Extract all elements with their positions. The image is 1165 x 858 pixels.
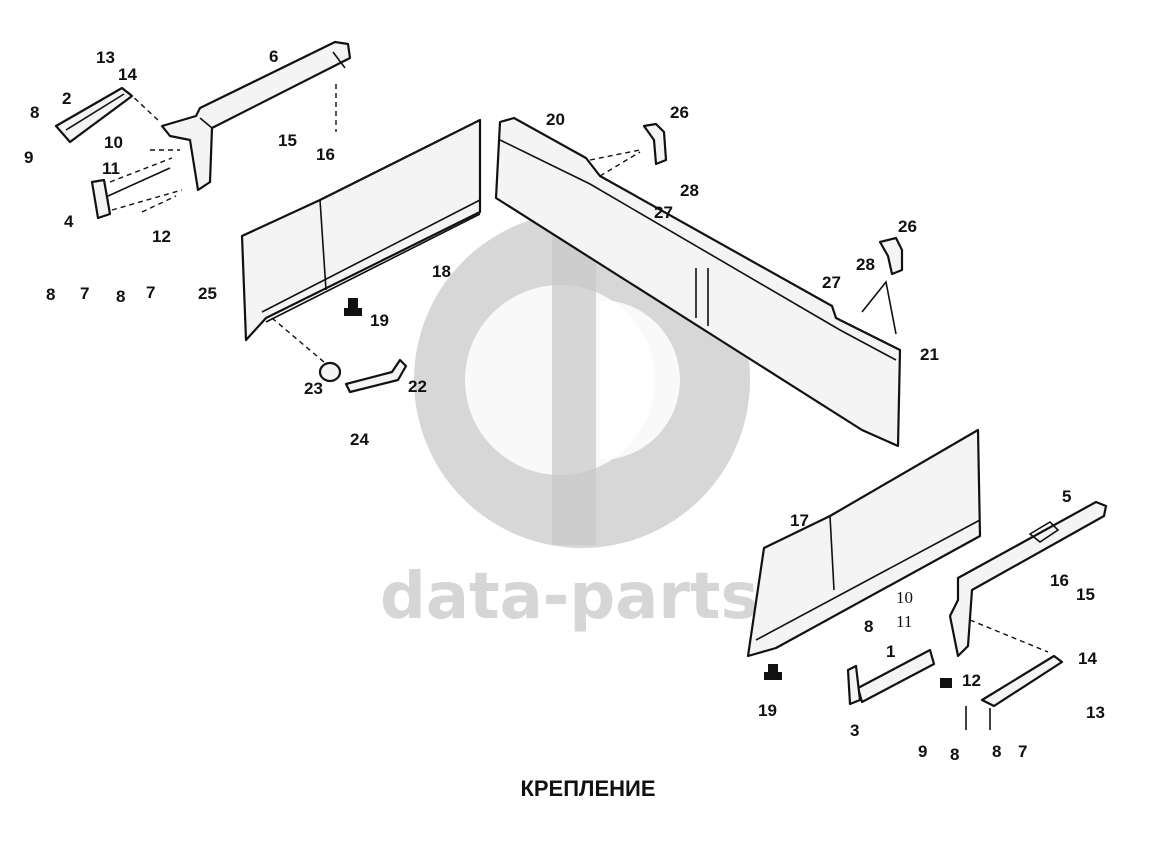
leader-line — [969, 619, 1049, 653]
part-bracket-2 — [54, 86, 134, 144]
part-skirt-center — [494, 116, 902, 448]
callout-10: 10 — [104, 133, 123, 152]
callout-8: 8 — [950, 745, 959, 764]
callout-15: 15 — [1076, 585, 1095, 604]
leader-line — [109, 149, 183, 211]
callout-24: 24 — [350, 430, 369, 449]
part-skirt-left — [240, 118, 482, 342]
callout-16: 16 — [1050, 571, 1069, 590]
callout-27: 27 — [822, 273, 841, 292]
callout-5: 5 — [1062, 487, 1071, 506]
callout-20: 20 — [546, 110, 565, 129]
part-bracket-14 — [980, 654, 1064, 708]
leader-line — [271, 317, 325, 363]
callout-21: 21 — [920, 345, 939, 364]
part-screw-right — [764, 664, 782, 680]
callout-8: 8 — [992, 742, 1001, 761]
callout-7: 7 — [1018, 742, 1027, 761]
part-screw-left — [344, 298, 362, 316]
part-clip-26-right — [878, 236, 904, 276]
callout-15: 15 — [278, 131, 297, 150]
leader-line — [127, 91, 161, 123]
part-bracket-1 — [856, 648, 936, 704]
callout-13: 13 — [96, 48, 115, 67]
part-clip-23 — [318, 361, 342, 383]
part-handle-22 — [344, 358, 408, 394]
part-bracket-4 — [90, 167, 171, 220]
callout-10: 10 — [896, 588, 913, 607]
callout-8: 8 — [30, 103, 39, 122]
callout-14: 14 — [1078, 649, 1097, 668]
callout-19: 19 — [370, 311, 389, 330]
callout-labels: 13 14 2 8 10 9 11 4 12 6 15 16 8 7 8 7 2… — [24, 47, 1105, 764]
diagram-caption: КРЕПЛЕНИЕ — [520, 776, 655, 801]
callout-12: 12 — [152, 227, 171, 246]
part-skirt-right — [746, 428, 982, 658]
leader-line — [965, 706, 991, 730]
part-nut-12 — [940, 678, 952, 688]
callout-9: 9 — [24, 148, 33, 167]
callout-11: 11 — [102, 159, 120, 178]
callout-8: 8 — [116, 287, 125, 306]
callout-8: 8 — [46, 285, 55, 304]
callout-3: 3 — [850, 721, 859, 740]
callout-12: 12 — [962, 671, 981, 690]
callout-19: 19 — [758, 701, 777, 720]
callout-26: 26 — [898, 217, 917, 236]
callout-16: 16 — [316, 145, 335, 164]
callout-6: 6 — [269, 47, 278, 66]
callout-25: 25 — [198, 284, 217, 303]
callout-8: 8 — [864, 617, 873, 636]
callout-7: 7 — [80, 284, 89, 303]
callout-7: 7 — [146, 283, 155, 302]
callout-14: 14 — [118, 65, 137, 84]
callout-18: 18 — [432, 262, 451, 281]
part-clip-26-top — [642, 122, 668, 166]
callout-11: 11 — [896, 612, 912, 631]
callout-22: 22 — [408, 377, 427, 396]
callout-1: 1 — [886, 642, 895, 661]
callout-26: 26 — [670, 103, 689, 122]
part-rail-left — [160, 40, 352, 192]
watermark-text: data-parts — [380, 560, 759, 634]
leader-line — [589, 149, 641, 177]
callout-13: 13 — [1086, 703, 1105, 722]
callout-28: 28 — [856, 255, 875, 274]
callout-23: 23 — [304, 379, 323, 398]
part-bracket-3 — [846, 664, 862, 706]
callout-28: 28 — [680, 181, 699, 200]
callout-27: 27 — [654, 203, 673, 222]
callout-9: 9 — [918, 742, 927, 761]
leader-line — [861, 280, 897, 335]
callout-17: 17 — [790, 511, 809, 530]
part-rail-right — [948, 500, 1108, 658]
callout-2: 2 — [62, 89, 71, 108]
callout-4: 4 — [64, 212, 74, 231]
leader-line — [141, 195, 177, 213]
